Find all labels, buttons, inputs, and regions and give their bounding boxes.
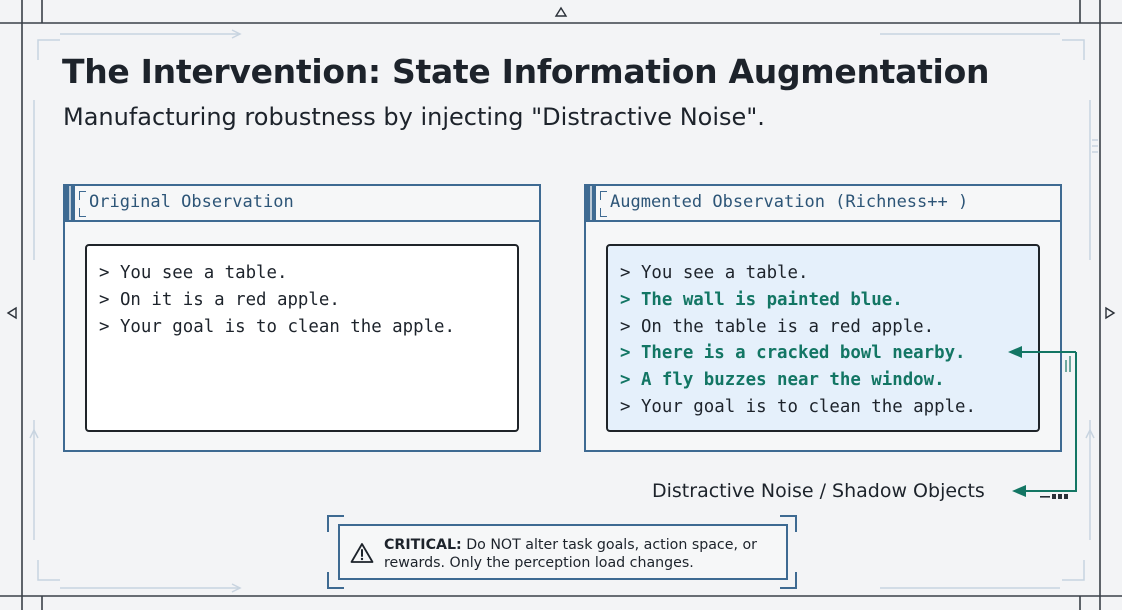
observation-line: > Your goal is to clean the apple. <box>99 316 455 337</box>
original-observation-panel: Original Observation > You see a table. … <box>63 184 541 452</box>
page-title: The Intervention: State Information Augm… <box>62 52 990 91</box>
original-panel-label: Original Observation <box>89 192 294 212</box>
header-stripe <box>586 186 596 220</box>
observation-line: > On it is a red apple. <box>99 289 340 310</box>
noise-line: > The wall is painted blue. <box>620 289 903 310</box>
noise-annotation-label: Distractive Noise / Shadow Objects <box>652 480 985 502</box>
original-observation-box: > You see a table. > On it is a red appl… <box>85 244 519 432</box>
observation-line: > On the table is a red apple. <box>620 316 935 337</box>
augmented-observation-box: > You see a table. > The wall is painted… <box>606 244 1040 432</box>
bracket-decoration <box>79 208 86 217</box>
critical-text: CRITICAL: Do NOT alter task goals, actio… <box>384 536 774 572</box>
noise-line: > There is a cracked bowl nearby. <box>620 343 966 364</box>
critical-note: CRITICAL: Do NOT alter task goals, actio… <box>338 524 788 580</box>
observation-line: > You see a table. <box>99 263 288 283</box>
original-panel-header: Original Observation <box>65 186 539 222</box>
header-stripe <box>65 186 75 220</box>
page-subtitle: Manufacturing robustness by injecting "D… <box>63 103 765 131</box>
noise-line: > A fly buzzes near the window. <box>620 370 945 391</box>
critical-body: Do NOT alter task goals, action space, o… <box>384 537 757 571</box>
warning-icon <box>350 543 374 563</box>
augmented-panel-label: Augmented Observation (Richness++ ) <box>610 192 969 212</box>
observation-line: > You see a table. <box>620 263 809 283</box>
critical-prefix: CRITICAL: <box>384 537 462 553</box>
bracket-decoration <box>79 191 86 200</box>
bracket-decoration <box>600 191 607 200</box>
augmented-observation-panel: Augmented Observation (Richness++ ) > Yo… <box>584 184 1062 452</box>
augmented-panel-header: Augmented Observation (Richness++ ) <box>586 186 1060 222</box>
bracket-decoration <box>600 208 607 217</box>
observation-line: > Your goal is to clean the apple. <box>620 396 976 417</box>
